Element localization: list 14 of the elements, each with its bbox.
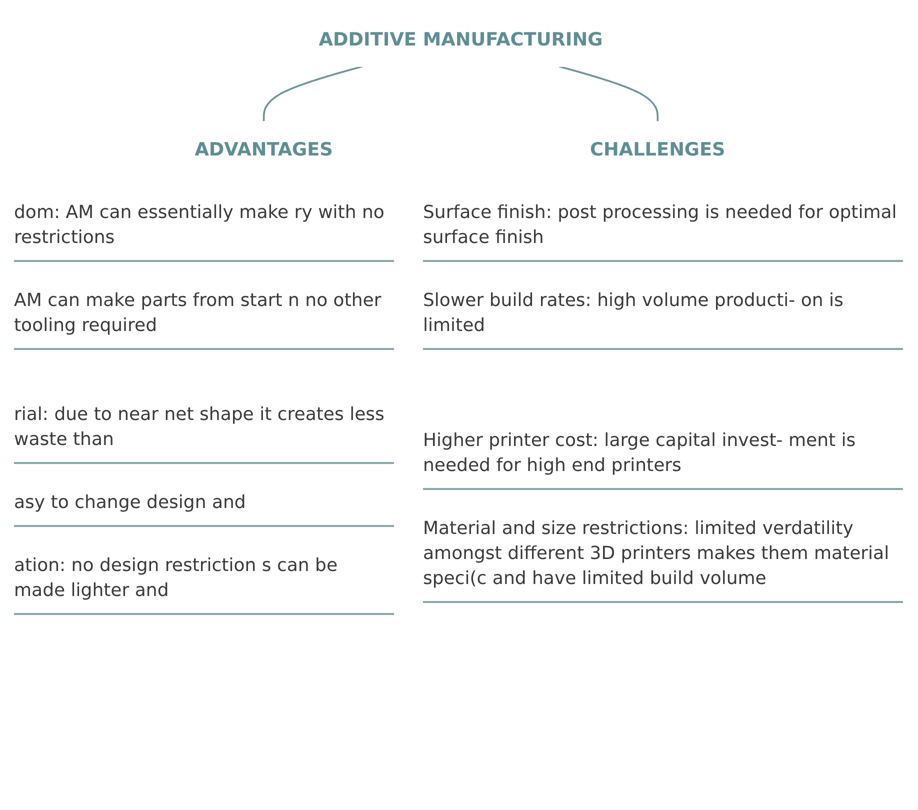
list-item-text: dom: AM can essentially make ry with no restrictions: [14, 200, 394, 262]
connector: [262, 66, 363, 122]
list-item-text: ation: no design restriction s can be made lighter and: [14, 553, 394, 615]
node-text: ADDITIVE MANUFACTURING: [318, 28, 603, 50]
list-item-text: Slower build rates: high volume producti- on is limited: [423, 288, 903, 350]
list-item-text: asy to change design and: [14, 490, 394, 527]
list-item-text: Surface finish: post processing is needed for optimal surface finish: [423, 200, 903, 262]
list-item-text: rial: due to near net shape it creates less waste than: [14, 376, 394, 464]
list-item-text: Higher printer cost: large capital invest- ment is needed for high end printers: [423, 376, 903, 490]
node-text: CHALLENGES: [590, 138, 726, 160]
node-text: ADVANTAGES: [194, 138, 333, 160]
list-item-text: Material and size restrictions: limited verdatility amongst different 3D printers makes them material speci(c and have limited build volume: [423, 516, 903, 603]
list-item-text: AM can make parts from start n no other tooling required: [14, 288, 394, 350]
connector: [558, 66, 659, 122]
